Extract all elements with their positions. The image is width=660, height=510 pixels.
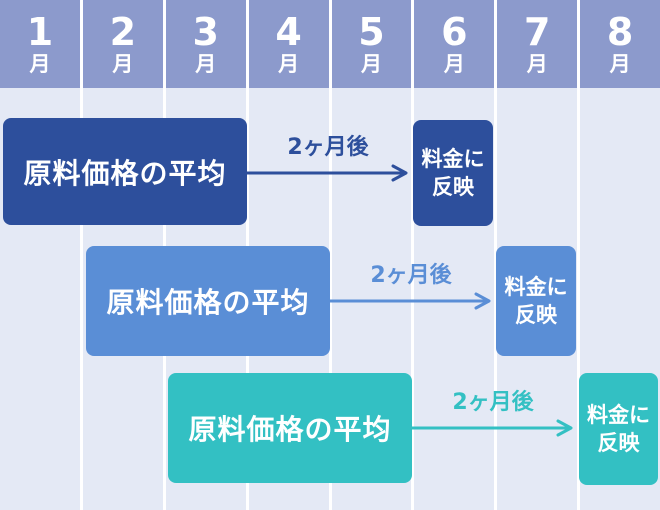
month-number: 8: [606, 10, 634, 54]
month-number: 7: [523, 10, 551, 54]
month-header-cell: 6 月: [414, 0, 495, 88]
month-number: 1: [26, 10, 54, 54]
month-unit-label: 月: [29, 52, 51, 76]
reflected-in-rate-box-row2: 料金に 反映: [496, 246, 576, 356]
month-header-cell: 7 月: [497, 0, 578, 88]
right-arrow-icon: [247, 164, 408, 182]
arrow-delay-label-row1: 2ヶ月後: [287, 135, 369, 160]
month-number: 3: [192, 10, 219, 54]
average-price-label: 原料価格の平均: [106, 286, 310, 319]
average-price-box-row3: 原料価格の平均: [168, 373, 412, 483]
arrow-delay-label-row3: 2ヶ月後: [452, 390, 534, 415]
reflected-label-line2: 反映: [515, 303, 557, 327]
reflected-label-line2: 反映: [597, 431, 640, 455]
month-header-cell: 3 月: [165, 0, 246, 88]
month-unit-label: 月: [443, 52, 465, 76]
month-header-cell: 5 月: [331, 0, 412, 88]
month-header-cell: 8 月: [580, 0, 660, 88]
average-price-label: 原料価格の平均: [188, 413, 392, 446]
reflected-label-line1: 料金に: [504, 274, 568, 299]
month-number: 4: [275, 10, 302, 54]
average-price-box-row2: 原料価格の平均: [86, 246, 330, 356]
month-number: 2: [109, 10, 137, 54]
arrow-delay-label-row2: 2ヶ月後: [370, 263, 452, 288]
right-arrow-icon: [330, 292, 491, 310]
month-unit-label: 月: [609, 52, 631, 76]
reflected-in-rate-box-row3: 料金に 反映: [579, 373, 658, 485]
month-unit-label: 月: [195, 52, 217, 76]
delay-arrow-row2: [330, 292, 494, 310]
reflected-label-line1: 料金に: [587, 402, 650, 427]
reflected-label-line1: 料金に: [421, 146, 485, 171]
month-unit-label: 月: [526, 52, 548, 76]
month-header-cell: 1 月: [0, 0, 80, 88]
month-unit-label: 月: [360, 52, 382, 76]
delay-arrow-row3: [412, 419, 576, 437]
average-price-box-row1: 原料価格の平均: [3, 118, 247, 225]
month-header-cell: 4 月: [248, 0, 329, 88]
average-price-label: 原料価格の平均: [23, 156, 227, 190]
delay-arrow-row1: [247, 164, 411, 182]
reflected-label-line2: 反映: [432, 175, 474, 199]
right-arrow-icon: [412, 419, 573, 437]
month-header-row: 1 月 2 月 3 月 4 月 5 月 6 月 7 月 8 月: [0, 0, 660, 88]
month-unit-label: 月: [112, 52, 134, 76]
month-number: 5: [358, 10, 385, 54]
reflected-in-rate-box-row1: 料金に 反映: [413, 120, 493, 226]
month-header-cell: 2 月: [82, 0, 163, 88]
month-unit-label: 月: [278, 52, 300, 76]
month-number: 6: [441, 10, 468, 54]
